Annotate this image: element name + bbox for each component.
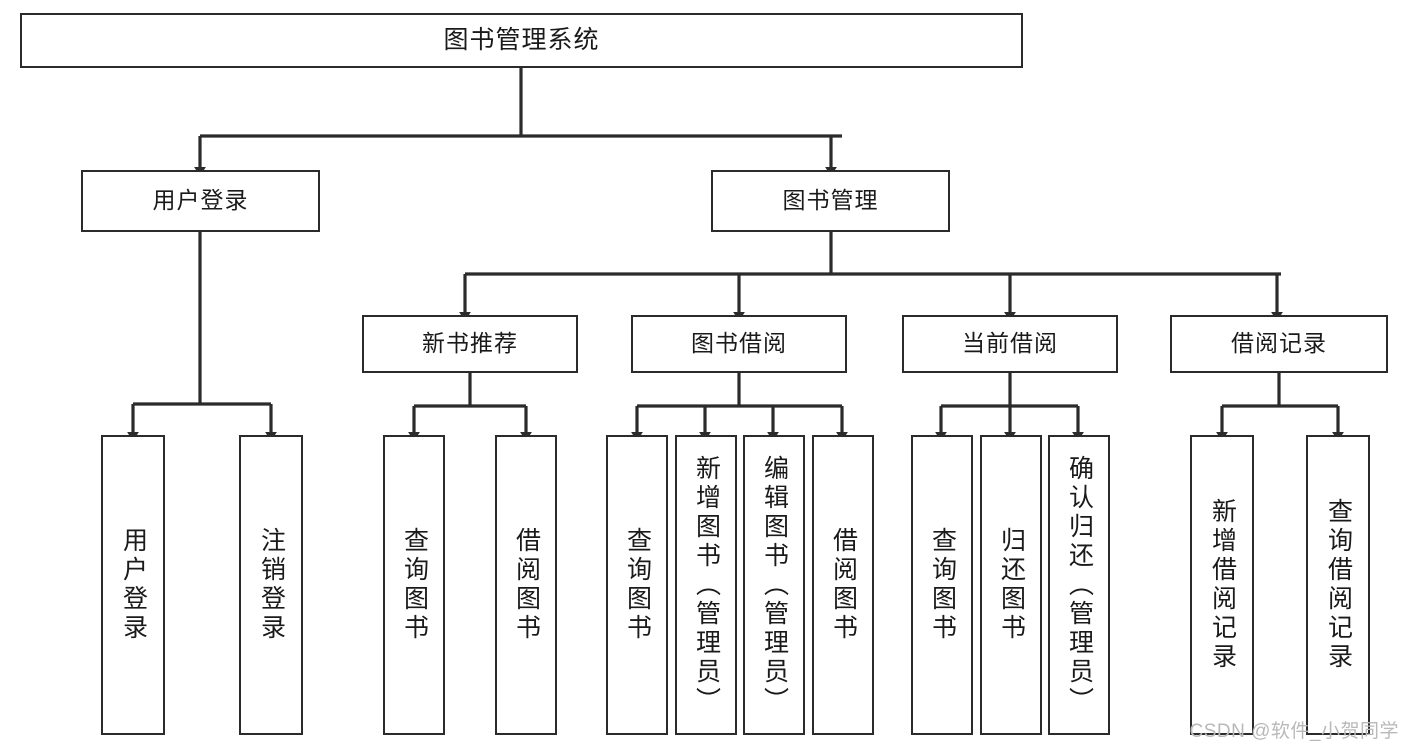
csdn-watermark: CSDN @软件_小贺同学 — [1189, 721, 1399, 742]
leaf-add-book[interactable]: 新增图书（管理员） — [675, 435, 737, 735]
node-book-manage[interactable]: 图书管理 — [711, 170, 950, 232]
leaf-edit-book-label: 编辑图书（管理员） — [760, 454, 789, 716]
node-borrow-record[interactable]: 借阅记录 — [1170, 315, 1388, 373]
node-user-login-label: 用户登录 — [152, 187, 249, 214]
leaf-logout[interactable]: 注销登录 — [239, 435, 303, 735]
leaf-edit-book[interactable]: 编辑图书（管理员） — [743, 435, 805, 735]
leaf-query-book-2-label: 查询图书 — [623, 527, 652, 643]
node-root-label: 图书管理系统 — [443, 25, 600, 54]
leaf-query-book-2[interactable]: 查询图书 — [606, 435, 668, 735]
node-borrow-record-label: 借阅记录 — [1231, 330, 1327, 357]
leaf-borrow-book-1-label: 借阅图书 — [512, 527, 541, 643]
leaf-query-book-3-label: 查询图书 — [928, 527, 957, 643]
node-new-book-rec-label: 新书推荐 — [422, 330, 518, 357]
leaf-borrow-book-2-label: 借阅图书 — [829, 527, 858, 643]
leaf-user-login[interactable]: 用户登录 — [101, 435, 165, 735]
node-book-borrow[interactable]: 图书借阅 — [631, 315, 847, 373]
leaf-return-book-label: 归还图书 — [997, 527, 1026, 643]
node-book-borrow-label: 图书借阅 — [691, 330, 787, 357]
node-current-borrow-label: 当前借阅 — [962, 330, 1058, 357]
leaf-query-record-label: 查询借阅记录 — [1324, 498, 1353, 672]
leaf-query-book-1[interactable]: 查询图书 — [383, 435, 445, 735]
leaf-return-book[interactable]: 归还图书 — [980, 435, 1042, 735]
leaf-user-login-label: 用户登录 — [119, 527, 148, 643]
node-user-login[interactable]: 用户登录 — [81, 170, 320, 232]
node-current-borrow[interactable]: 当前借阅 — [902, 315, 1118, 373]
node-book-manage-label: 图书管理 — [782, 187, 879, 214]
leaf-add-book-label: 新增图书（管理员） — [692, 454, 721, 716]
leaf-add-record[interactable]: 新增借阅记录 — [1190, 435, 1254, 735]
leaf-confirm-return-label: 确认归还（管理员） — [1065, 454, 1094, 716]
leaf-confirm-return[interactable]: 确认归还（管理员） — [1048, 435, 1110, 735]
node-new-book-rec[interactable]: 新书推荐 — [362, 315, 578, 373]
leaf-query-record[interactable]: 查询借阅记录 — [1306, 435, 1370, 735]
leaf-add-record-label: 新增借阅记录 — [1208, 498, 1237, 672]
leaf-borrow-book-1[interactable]: 借阅图书 — [495, 435, 557, 735]
node-root[interactable]: 图书管理系统 — [20, 13, 1023, 68]
leaf-borrow-book-2[interactable]: 借阅图书 — [812, 435, 874, 735]
leaf-query-book-1-label: 查询图书 — [400, 527, 429, 643]
leaf-logout-label: 注销登录 — [257, 527, 286, 643]
leaf-query-book-3[interactable]: 查询图书 — [911, 435, 973, 735]
